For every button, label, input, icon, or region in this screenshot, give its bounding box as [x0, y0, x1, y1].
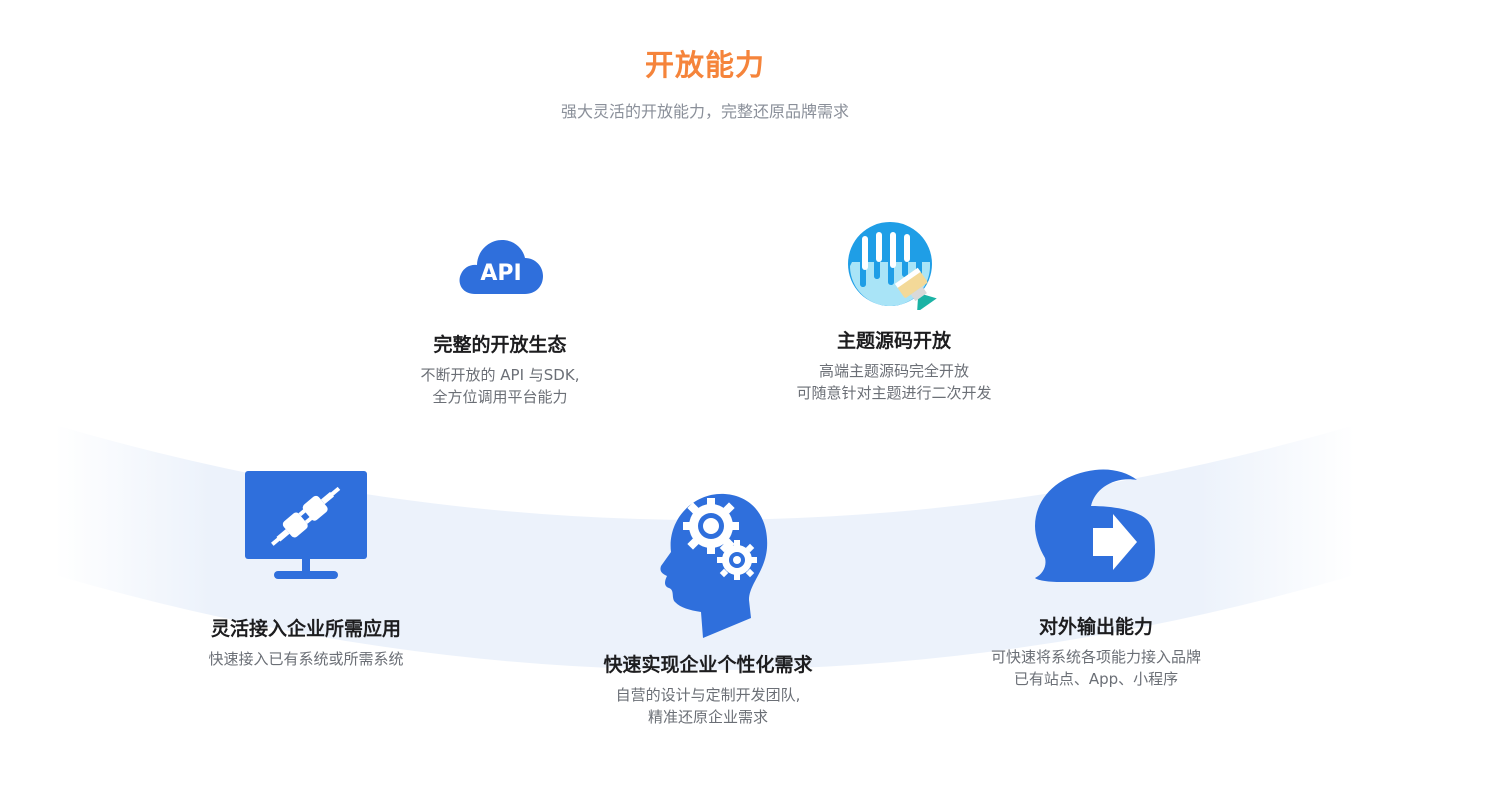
feature-desc-line1: 可快速将系统各项能力接入品牌	[990, 648, 1201, 666]
feature-desc-line1: 快速接入已有系统或所需系统	[208, 650, 404, 668]
feature-title: 对外输出能力	[1038, 616, 1153, 638]
feature-title: 完整的开放生态	[433, 334, 567, 356]
theme-paint-brush-icon	[848, 222, 937, 310]
head-gears-icon	[660, 493, 768, 638]
svg-text:API: API	[480, 261, 521, 286]
feature-custom-needs: 快速实现企业个性化需求 自营的设计与定制开发团队, 精准还原企业需求	[558, 490, 858, 728]
api-cloud-icon: API	[459, 240, 543, 294]
feature-desc-line1: 不断开放的 API 与SDK,	[420, 366, 580, 384]
feature-desc-line2: 精准还原企业需求	[647, 708, 768, 726]
feature-desc-line1: 高端主题源码完全开放	[818, 362, 969, 380]
feature-title: 快速实现企业个性化需求	[603, 654, 813, 676]
feature-desc-line2: 已有站点、App、小程序	[1013, 670, 1179, 688]
feature-desc-line2: 可随意针对主题进行二次开发	[796, 384, 992, 402]
output-arrow-icon	[1035, 469, 1155, 582]
section-subtitle: 强大灵活的开放能力，完整还原品牌需求	[560, 102, 849, 121]
feature-title: 灵活接入企业所需应用	[210, 618, 401, 640]
feature-open-ecosystem: API 完整的开放生态 不断开放的 API 与SDK, 全方位调用平台能力	[350, 222, 650, 408]
feature-theme-source: 主题源码开放 高端主题源码完全开放 可随意针对主题进行二次开发	[744, 218, 1044, 404]
feature-title: 主题源码开放	[836, 330, 951, 352]
feature-flexible-integration: 灵活接入企业所需应用 快速接入已有系统或所需系统	[156, 470, 456, 670]
feature-desc-line1: 自营的设计与定制开发团队,	[615, 686, 801, 704]
section-title: 开放能力	[644, 48, 765, 82]
feature-external-output: 对外输出能力 可快速将系统各项能力接入品牌 已有站点、App、小程序	[946, 466, 1246, 690]
monitor-plug-icon	[245, 471, 367, 579]
feature-desc-line2: 全方位调用平台能力	[432, 388, 568, 406]
